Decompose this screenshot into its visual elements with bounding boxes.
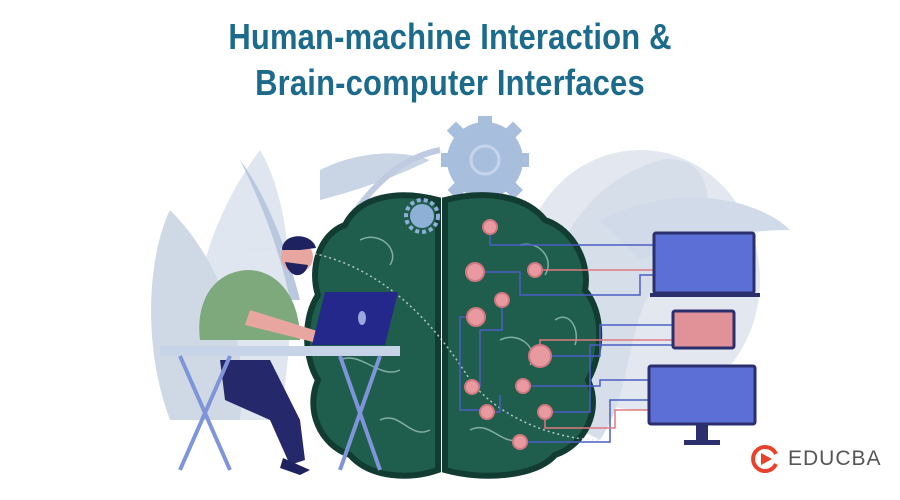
monitor-top (650, 231, 760, 297)
node (465, 262, 485, 282)
node (515, 378, 531, 394)
node (527, 262, 543, 278)
node (479, 404, 495, 420)
node (464, 379, 480, 395)
monitor-middle (671, 309, 736, 350)
title-line-1: Human-machine Interaction & (228, 16, 672, 57)
node (494, 292, 510, 308)
node (537, 404, 553, 420)
logo-text: EDUCBA (788, 447, 882, 470)
node (466, 307, 486, 327)
educba-logo[interactable]: EDUCBA (750, 444, 882, 474)
gear-icon (441, 116, 529, 204)
title-line-2: Brain-computer Interfaces (255, 62, 645, 103)
node (482, 219, 498, 235)
brain-nodes (464, 219, 553, 450)
educba-logo-icon (751, 445, 778, 473)
node (512, 434, 528, 450)
monitor-bottom (647, 364, 757, 445)
node (528, 344, 552, 368)
page-title: Human-machine Interaction & Brain-comput… (63, 14, 837, 106)
person-at-desk (160, 236, 400, 475)
small-gear-icon (404, 198, 440, 234)
